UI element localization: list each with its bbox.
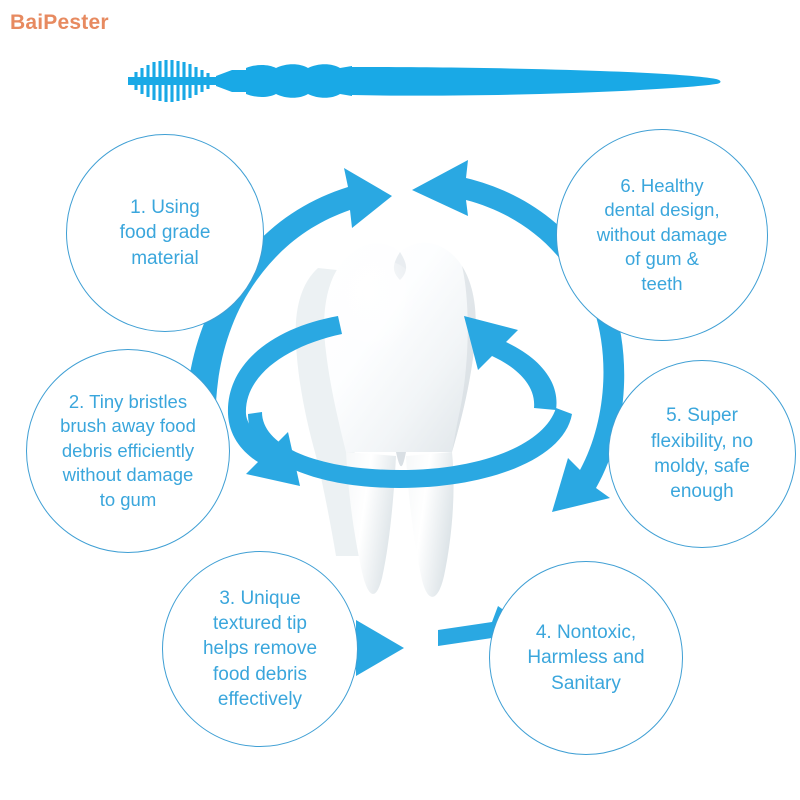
feature-bubble-3[interactable]: 3. Unique textured tip helps remove food… (162, 551, 358, 747)
feature-bubble-2-text: 2. Tiny bristles brush away food debris … (60, 390, 196, 510)
tooth-root-split (396, 452, 406, 467)
feature-bubble-6-text: 6. Healthy dental design, without damage… (596, 174, 728, 294)
feature-bubble-1-text: 1. Using food grade material (119, 197, 211, 269)
orbit-front-band (248, 408, 572, 488)
feature-bubble-5-text: 5. Super flexibility, no moldy, safe eno… (650, 405, 754, 503)
feature-bubble-3-text: 3. Unique textured tip helps remove food… (202, 587, 318, 710)
tooth-right-shade (452, 266, 476, 452)
feature-bubble-2[interactable]: 2. Tiny bristles brush away food debris … (26, 349, 230, 553)
feature-bubble-5[interactable]: 5. Super flexibility, no moldy, safe eno… (608, 360, 796, 548)
brush-grip-ribbed (246, 64, 352, 98)
orbit-right-arrowhead (464, 316, 557, 410)
brand-logo: BaiPester (10, 11, 109, 34)
tooth-root-right (406, 452, 454, 597)
tooth-gloss-highlight (336, 260, 428, 384)
brush-neck (216, 70, 246, 92)
feature-bubble-6[interactable]: 6. Healthy dental design, without damage… (556, 129, 768, 341)
orbit-left-arrowhead (227, 316, 342, 486)
brush-handle-tip (352, 67, 721, 96)
ring-arrow-top (412, 160, 596, 282)
feature-bubble-1[interactable]: 1. Using food grade material (66, 134, 264, 332)
ring-arrow-right (552, 300, 625, 512)
feature-bubble-4[interactable]: 4. Nontoxic, Harmless and Sanitary (489, 561, 683, 755)
feature-bubble-4-text: 4. Nontoxic, Harmless and Sanitary (527, 622, 645, 694)
interdental-brush-icon (128, 60, 721, 102)
molar-tooth-icon (295, 242, 476, 597)
orbit-ellipse-arrows (227, 316, 572, 488)
brush-core-wire (128, 77, 216, 85)
